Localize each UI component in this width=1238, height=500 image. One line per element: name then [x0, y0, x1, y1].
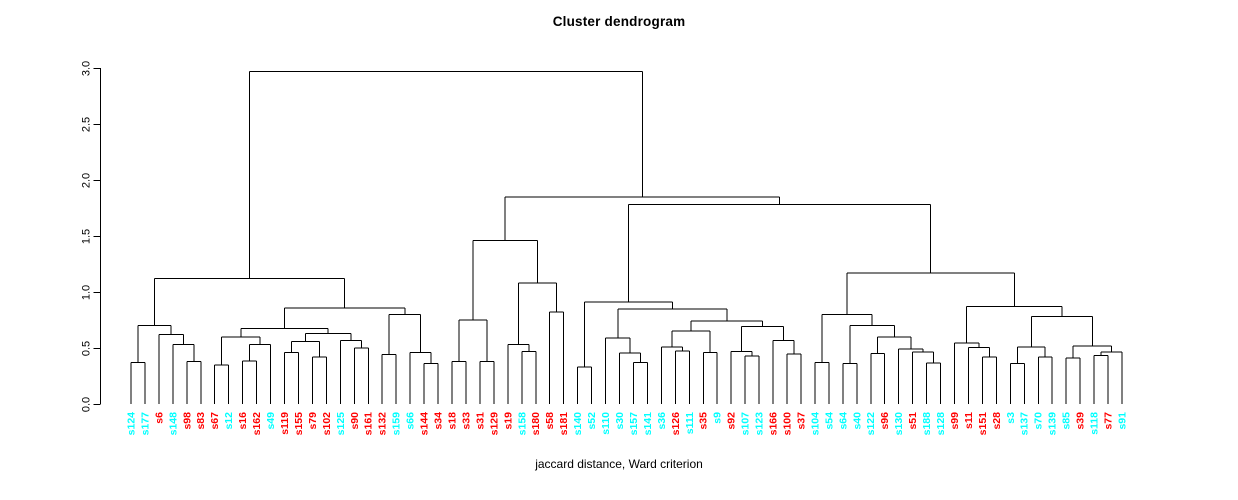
leaf-label: s67: [209, 412, 221, 430]
leaf-label: s11: [963, 412, 975, 429]
leaf-label: s137: [1019, 412, 1031, 436]
leaf-label: s6: [153, 412, 165, 424]
leaf-label: s40: [851, 412, 863, 430]
leaf-label: s54: [823, 412, 835, 430]
leaf-label: s132: [377, 412, 389, 436]
leaf-label: s100: [781, 412, 793, 436]
leaf-label: s98: [181, 412, 193, 430]
leaf-label: s31: [474, 412, 486, 430]
leaf-label: s119: [279, 412, 291, 435]
y-tick-label: 3.0: [81, 61, 93, 76]
leaf-label: s107: [740, 412, 752, 436]
leaf-label: s144: [419, 412, 431, 436]
leaf-label: s96: [879, 412, 891, 430]
leaf-label: s52: [586, 412, 598, 430]
leaf-label: s130: [893, 412, 905, 436]
leaf-label: s166: [768, 412, 780, 436]
leaf-label: s123: [754, 412, 766, 436]
leaf-label: s18: [446, 412, 458, 430]
leaf-label: s92: [726, 412, 738, 430]
leaf-label: s122: [865, 412, 877, 436]
leaf-label: s159: [391, 412, 403, 436]
leaf-label: s161: [363, 412, 375, 436]
leaf-label: s3: [1005, 412, 1017, 424]
leaf-label: s37: [795, 412, 807, 430]
leaf-label: s33: [460, 412, 472, 430]
leaf-label: s158: [516, 412, 528, 436]
leaf-label: s28: [991, 412, 1003, 430]
leaf-label: s91: [1116, 412, 1128, 430]
leaf-label: s126: [670, 412, 682, 436]
leaf-label: s30: [614, 412, 626, 430]
leaf-label: s110: [600, 412, 612, 435]
leaf-label: s39: [1075, 412, 1087, 430]
leaf-label: s77: [1103, 412, 1115, 430]
leaf-label: s129: [488, 412, 500, 436]
leaf-label: s16: [237, 412, 249, 430]
leaf-label: s188: [921, 412, 933, 436]
leaf-label: s128: [935, 412, 947, 436]
y-tick-label: 0.0: [81, 397, 93, 412]
dendrogram-tree: [130, 70, 1123, 404]
leaf-label: s141: [642, 412, 654, 436]
leaf-label: s64: [837, 412, 849, 430]
leaf-label: s36: [656, 412, 668, 430]
leaf-label: s79: [307, 412, 319, 430]
leaf-label: s49: [265, 412, 277, 430]
leaf-label: s104: [809, 412, 821, 436]
y-tick-label: 1.5: [81, 229, 93, 244]
leaf-label: s155: [293, 412, 305, 436]
y-tick-label: 2.5: [81, 117, 93, 132]
leaf-label: s70: [1033, 412, 1045, 430]
leaf-label: s9: [712, 412, 724, 424]
leaf-label: s124: [125, 412, 137, 436]
y-tick-label: 2.0: [81, 173, 93, 188]
leaf-label: s140: [572, 412, 584, 436]
y-tick-label: 0.5: [81, 341, 93, 356]
leaf-label: s157: [628, 412, 640, 436]
x-axis-label: jaccard distance, Ward criterion: [535, 457, 703, 471]
leaf-label: s12: [223, 412, 235, 430]
leaf-label: s111: [684, 412, 696, 434]
leaf-label: s118: [1089, 412, 1101, 435]
leaf-label: s99: [949, 412, 961, 430]
leaf-label: s139: [1047, 412, 1059, 436]
y-tick-label: 1.0: [81, 285, 93, 300]
leaf-label: s51: [907, 412, 919, 430]
chart-title: Cluster dendrogram: [552, 14, 686, 29]
leaf-label: s83: [195, 412, 207, 430]
leaf-label: s90: [349, 412, 361, 430]
leaf-label: s180: [530, 412, 542, 436]
leaf-label: s66: [405, 412, 417, 430]
leaf-label: s148: [167, 412, 179, 436]
leaf-label: s125: [335, 412, 347, 436]
leaf-label: s58: [544, 412, 556, 430]
leaf-label: s177: [139, 412, 151, 436]
leaf-label: s35: [698, 412, 710, 430]
leaf-label: s162: [251, 412, 263, 436]
leaf-label: s102: [321, 412, 333, 436]
leaf-label: s181: [558, 412, 570, 436]
leaf-label: s34: [433, 412, 445, 430]
leaf-label: s85: [1061, 412, 1073, 430]
leaf-label: s19: [502, 412, 514, 430]
y-axis: 0.0 0.5 1.0 1.5 2.0 2.5 3.0: [81, 61, 101, 412]
leaf-label: s151: [977, 412, 989, 436]
